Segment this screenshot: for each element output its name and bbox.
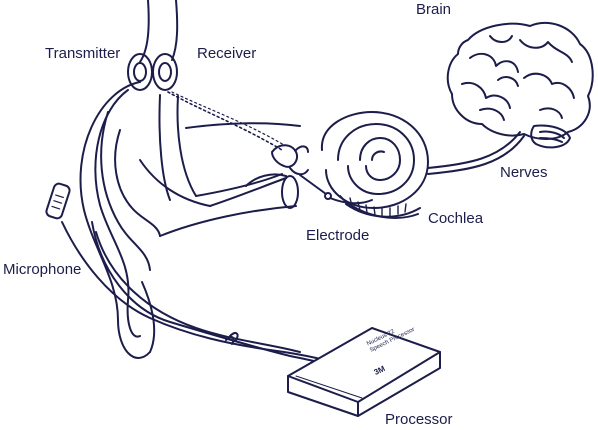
ear-canal <box>245 173 299 209</box>
receiver-coil <box>152 53 178 91</box>
brain <box>446 21 594 149</box>
label-nerves: Nerves <box>500 164 548 181</box>
transmitter-coil <box>127 53 153 91</box>
cochlea-spiral <box>320 111 429 219</box>
label-processor: Processor <box>385 411 453 428</box>
label-brain: Brain <box>416 1 452 18</box>
label-cochlea: Cochlea <box>428 210 484 227</box>
processor-device <box>287 327 441 417</box>
label-receiver: Receiver <box>197 45 257 62</box>
processor-cable <box>61 221 351 373</box>
middle-ear-ossicles <box>271 144 309 176</box>
receiver-lead <box>167 91 283 151</box>
label-electrode: Electrode <box>306 227 370 244</box>
head-skin-outline <box>139 0 301 201</box>
auditory-nerve <box>427 131 521 169</box>
label-transmitter: Transmitter <box>45 45 121 62</box>
label-microphone: Microphone <box>3 261 82 278</box>
microphone <box>45 182 71 220</box>
